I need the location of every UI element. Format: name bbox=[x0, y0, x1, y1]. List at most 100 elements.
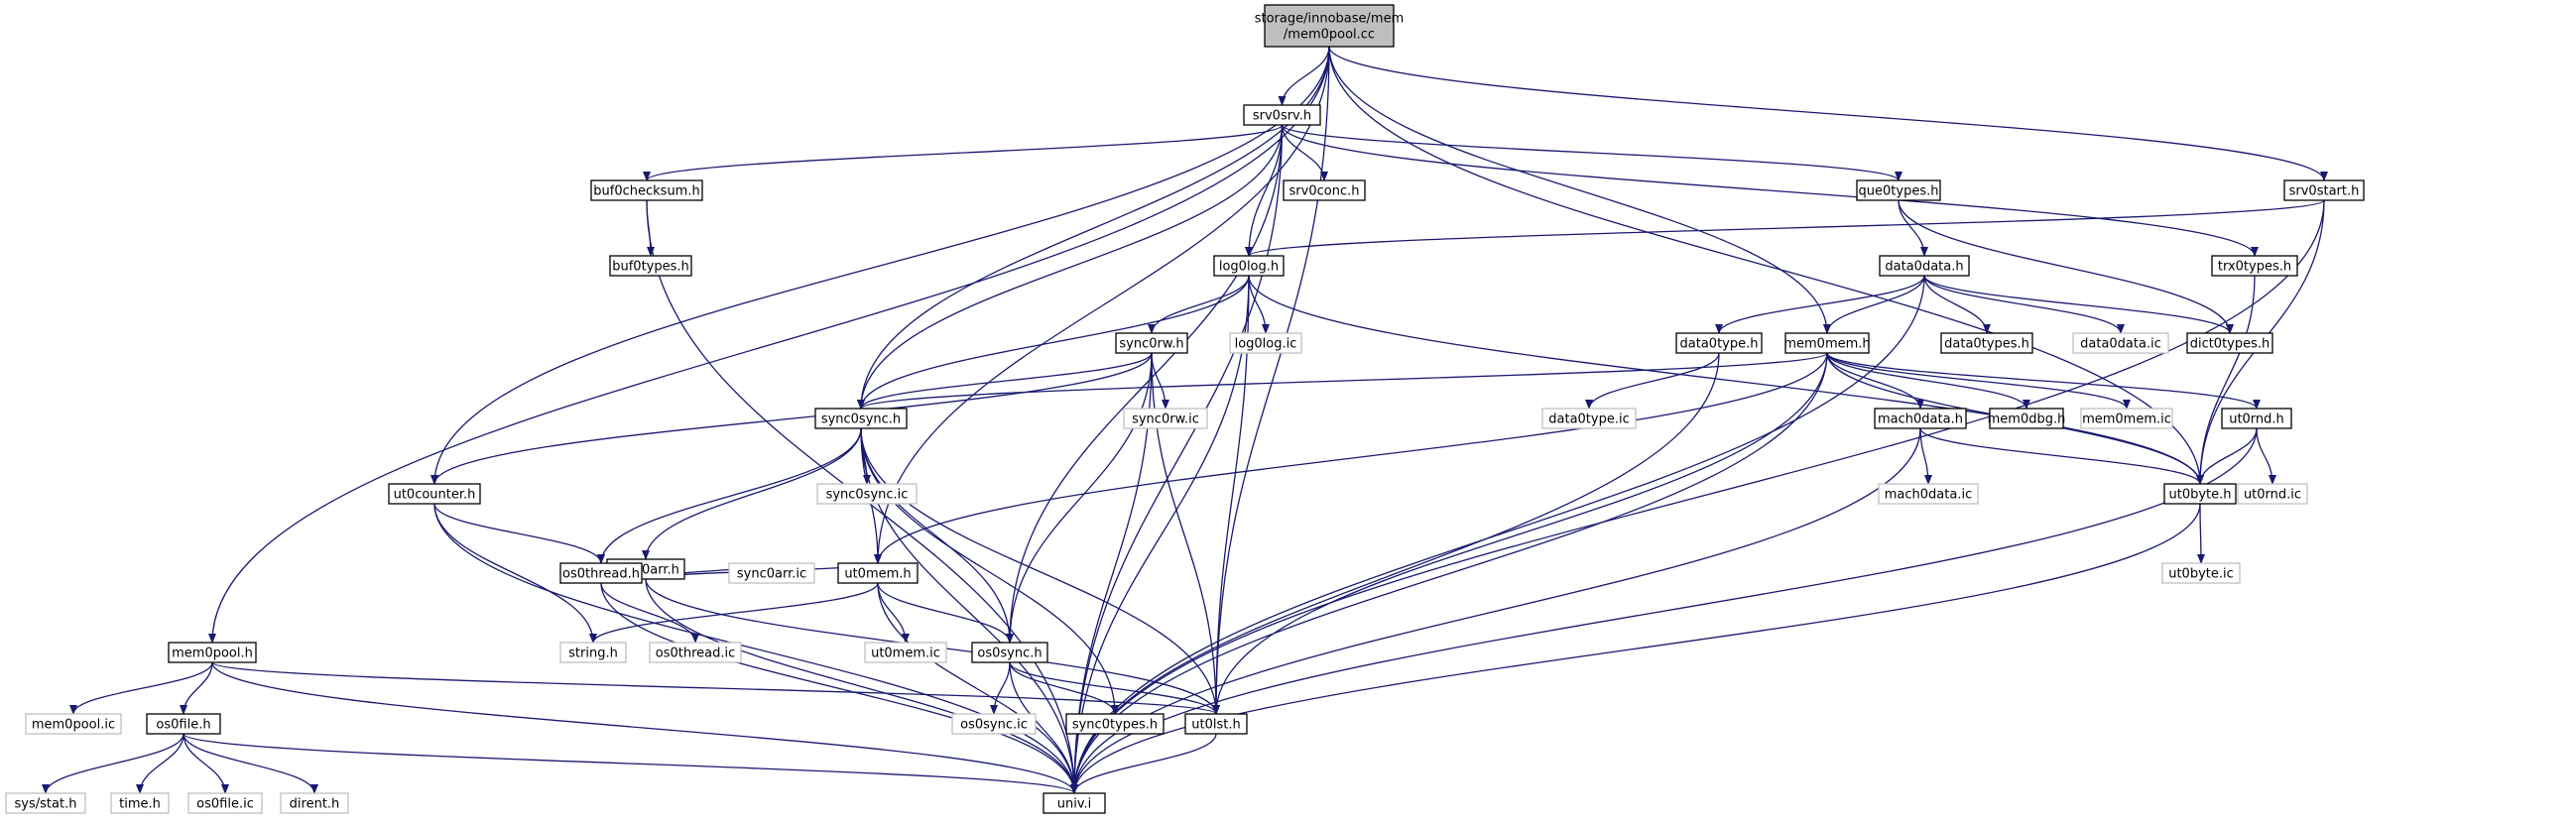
node-box-ut0rnd bbox=[2221, 408, 2292, 429]
node-label-os0thread: os0thread.h bbox=[562, 567, 640, 582]
node-label-srv0conc: srv0conc.h bbox=[1289, 184, 1360, 199]
edge-os0thread-to-os0thread_ic bbox=[600, 582, 699, 644]
node-box-log0log_ic bbox=[1229, 332, 1302, 354]
edge-os0file-to-sys_stat bbox=[42, 733, 184, 794]
node-data0types[interactable]: data0types.h bbox=[1940, 332, 2033, 354]
node-box-mem0mem_ic bbox=[2080, 408, 2173, 429]
edge-os0sync-to-sync0types bbox=[1009, 661, 1119, 715]
edge-mach0data-to-ut0byte bbox=[1919, 427, 2204, 485]
node-sync0types[interactable]: sync0types.h bbox=[1065, 713, 1165, 735]
node-box-ut0counter bbox=[388, 483, 481, 505]
node-log0log_ic: log0log.ic bbox=[1229, 332, 1302, 354]
node-label-mem0pool_h: mem0pool.h bbox=[172, 647, 253, 661]
node-mach0data[interactable]: mach0data.h bbox=[1874, 408, 1967, 429]
node-os0sync[interactable]: os0sync.h bbox=[971, 642, 1048, 663]
node-label-ut0counter: ut0counter.h bbox=[394, 488, 476, 503]
edge-mem0mem-to-ut0lst bbox=[1212, 352, 1828, 715]
edge-data0data-to-data0type bbox=[1715, 275, 1925, 334]
node-ut0mem_ic: ut0mem.ic bbox=[864, 642, 947, 663]
edge-os0file-to-univ_i bbox=[183, 733, 1078, 794]
node-mem0dbg[interactable]: mem0dbg.h bbox=[1988, 408, 2066, 429]
node-label-ut0rnd: ut0rnd.h bbox=[2229, 412, 2284, 427]
node-os0file[interactable]: os0file.h bbox=[146, 713, 221, 735]
edge-ut0mem-to-univ_i bbox=[877, 582, 1078, 794]
edge-mem0mem-to-sync0sync bbox=[857, 352, 1828, 410]
node-ut0counter[interactable]: ut0counter.h bbox=[388, 483, 481, 505]
node-box-srv0conc bbox=[1283, 179, 1366, 201]
node-label-mem0mem: mem0mem.h bbox=[1783, 337, 1870, 352]
edge-mem0mem-to-ut0rnd bbox=[1826, 352, 2261, 410]
edge-root-to-ut0byte bbox=[1328, 46, 2204, 485]
edge-log0log-to-sync0sync bbox=[857, 275, 1250, 410]
node-srv0conc[interactable]: srv0conc.h bbox=[1283, 179, 1366, 201]
node-que0types[interactable]: que0types.h bbox=[1856, 179, 1941, 201]
edge-os0sync-to-ut0lst bbox=[1009, 661, 1220, 715]
node-label-ut0byte_ic: ut0byte.ic bbox=[2168, 567, 2234, 582]
node-box-mem0mem bbox=[1784, 332, 1870, 354]
edge-log0log-to-univ_i bbox=[1070, 275, 1250, 794]
edge-srv0srv-to-trx0types bbox=[1281, 124, 2259, 257]
node-ut0mem[interactable]: ut0mem.h bbox=[837, 562, 919, 584]
node-mem0mem[interactable]: mem0mem.h bbox=[1783, 332, 1871, 354]
node-root[interactable]: storage/innobase/mem/mem0pool.cc bbox=[1255, 4, 1405, 48]
node-box-time_h bbox=[110, 792, 170, 814]
edge-sync0rw-to-ut0counter bbox=[430, 352, 1153, 485]
node-box-os0sync_ic bbox=[951, 713, 1037, 735]
node-box-data0types bbox=[1940, 332, 2033, 354]
file-nodes: storage/innobase/mem/mem0pool.cc srv0srv.… bbox=[5, 4, 2365, 814]
node-label-time_h: time.h bbox=[119, 797, 161, 812]
node-ut0lst[interactable]: ut0lst.h bbox=[1184, 713, 1248, 735]
edge-ut0counter-to-os0thread bbox=[433, 503, 605, 564]
node-box-sync0arr_ic bbox=[728, 562, 815, 584]
node-box-log0log bbox=[1213, 255, 1285, 277]
node-label-buf0types: buf0types.h bbox=[612, 260, 689, 275]
node-box-ut0rnd_ic bbox=[2237, 483, 2308, 505]
edge-mem0pool_h-to-univ_i bbox=[211, 661, 1078, 794]
node-data0type[interactable]: data0type.h bbox=[1675, 332, 1763, 354]
node-trx0types[interactable]: trx0types.h bbox=[2211, 255, 2298, 277]
edge-os0file-to-dirent_h bbox=[183, 733, 318, 794]
node-srv0start[interactable]: srv0start.h bbox=[2283, 179, 2365, 201]
node-univ_i[interactable]: univ.i bbox=[1043, 792, 1106, 814]
node-sync0sync[interactable]: sync0sync.h bbox=[814, 408, 908, 429]
node-buf0checksum[interactable]: buf0checksum.h bbox=[590, 179, 703, 201]
node-srv0srv[interactable]: srv0srv.h bbox=[1243, 104, 1321, 126]
edge-root-to-ut0lst bbox=[1212, 46, 1330, 715]
node-label-data0data: data0data.h bbox=[1885, 260, 1963, 275]
node-label-string_h: string.h bbox=[568, 647, 618, 661]
edge-sync0sync-to-ut0lst bbox=[860, 427, 1220, 715]
node-box-mem0pool_h bbox=[168, 642, 257, 663]
node-box-srv0start bbox=[2283, 179, 2365, 201]
node-box-univ_i bbox=[1043, 792, 1106, 814]
node-label-os0sync: os0sync.h bbox=[977, 647, 1042, 661]
node-label-log0log: log0log.h bbox=[1219, 260, 1279, 275]
node-dict0types[interactable]: dict0types.h bbox=[2186, 332, 2273, 354]
node-label-trx0types: trx0types.h bbox=[2218, 260, 2291, 275]
node-label-data0type: data0type.h bbox=[1680, 337, 1759, 352]
edge-srv0srv-to-que0types bbox=[1281, 124, 1902, 181]
edge-os0thread-to-univ_i bbox=[600, 582, 1078, 794]
node-data0data[interactable]: data0data.h bbox=[1879, 255, 1970, 277]
edge-mem0pool_h-to-mem0pool_ic bbox=[69, 661, 213, 715]
edge-ut0counter-to-string_h bbox=[433, 503, 597, 644]
node-box-ut0byte_ic bbox=[2161, 562, 2241, 584]
node-box-ut0mem_ic bbox=[864, 642, 947, 663]
node-buf0types[interactable]: buf0types.h bbox=[609, 255, 692, 277]
node-os0thread[interactable]: os0thread.h bbox=[559, 562, 643, 584]
node-label-sys_stat: sys/stat.h bbox=[15, 797, 77, 812]
node-box-mem0pool_ic bbox=[25, 713, 122, 735]
node-dirent_h: dirent.h bbox=[280, 792, 349, 814]
node-ut0byte[interactable]: ut0byte.h bbox=[2163, 483, 2237, 505]
node-label-data0type_ic: data0type.ic bbox=[1548, 412, 1630, 427]
node-label-srv0start: srv0start.h bbox=[2289, 184, 2360, 199]
node-label-ut0mem_ic: ut0mem.ic bbox=[871, 647, 940, 661]
node-box-root bbox=[1264, 4, 1395, 48]
edge-sync0sync-to-os0thread bbox=[597, 427, 862, 564]
edge-mem0pool_h-to-ut0lst bbox=[211, 661, 1220, 715]
node-mem0pool_h[interactable]: mem0pool.h bbox=[168, 642, 257, 663]
node-ut0rnd[interactable]: ut0rnd.h bbox=[2221, 408, 2292, 429]
node-log0log[interactable]: log0log.h bbox=[1213, 255, 1285, 277]
node-sync0rw[interactable]: sync0rw.h bbox=[1115, 332, 1188, 354]
node-box-trx0types bbox=[2211, 255, 2298, 277]
node-box-os0sync bbox=[971, 642, 1048, 663]
